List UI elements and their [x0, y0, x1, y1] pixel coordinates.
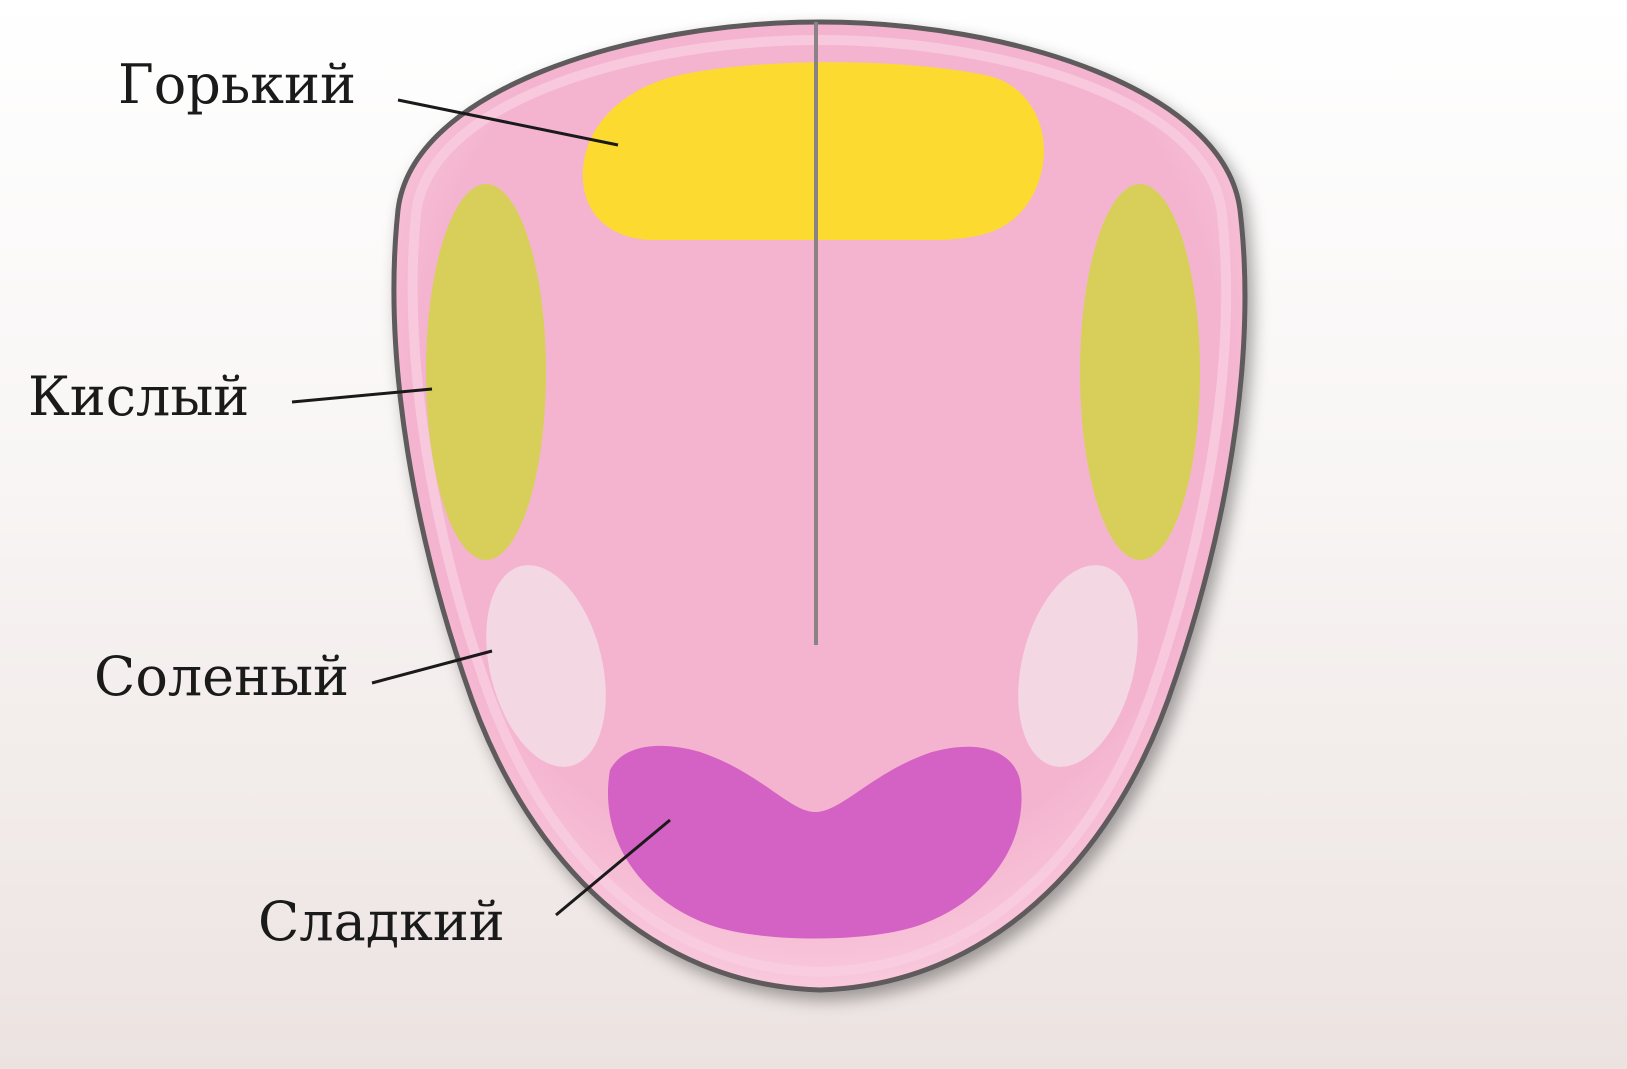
label-bitter: Горький [118, 58, 356, 112]
label-sour: Кислый [28, 370, 249, 424]
bitter-zone [583, 62, 1044, 240]
sour-zone-right [1080, 184, 1200, 560]
label-salty: Соленый [94, 650, 349, 704]
sour-zone-left [426, 184, 546, 560]
label-sweet: Сладкий [258, 895, 505, 949]
